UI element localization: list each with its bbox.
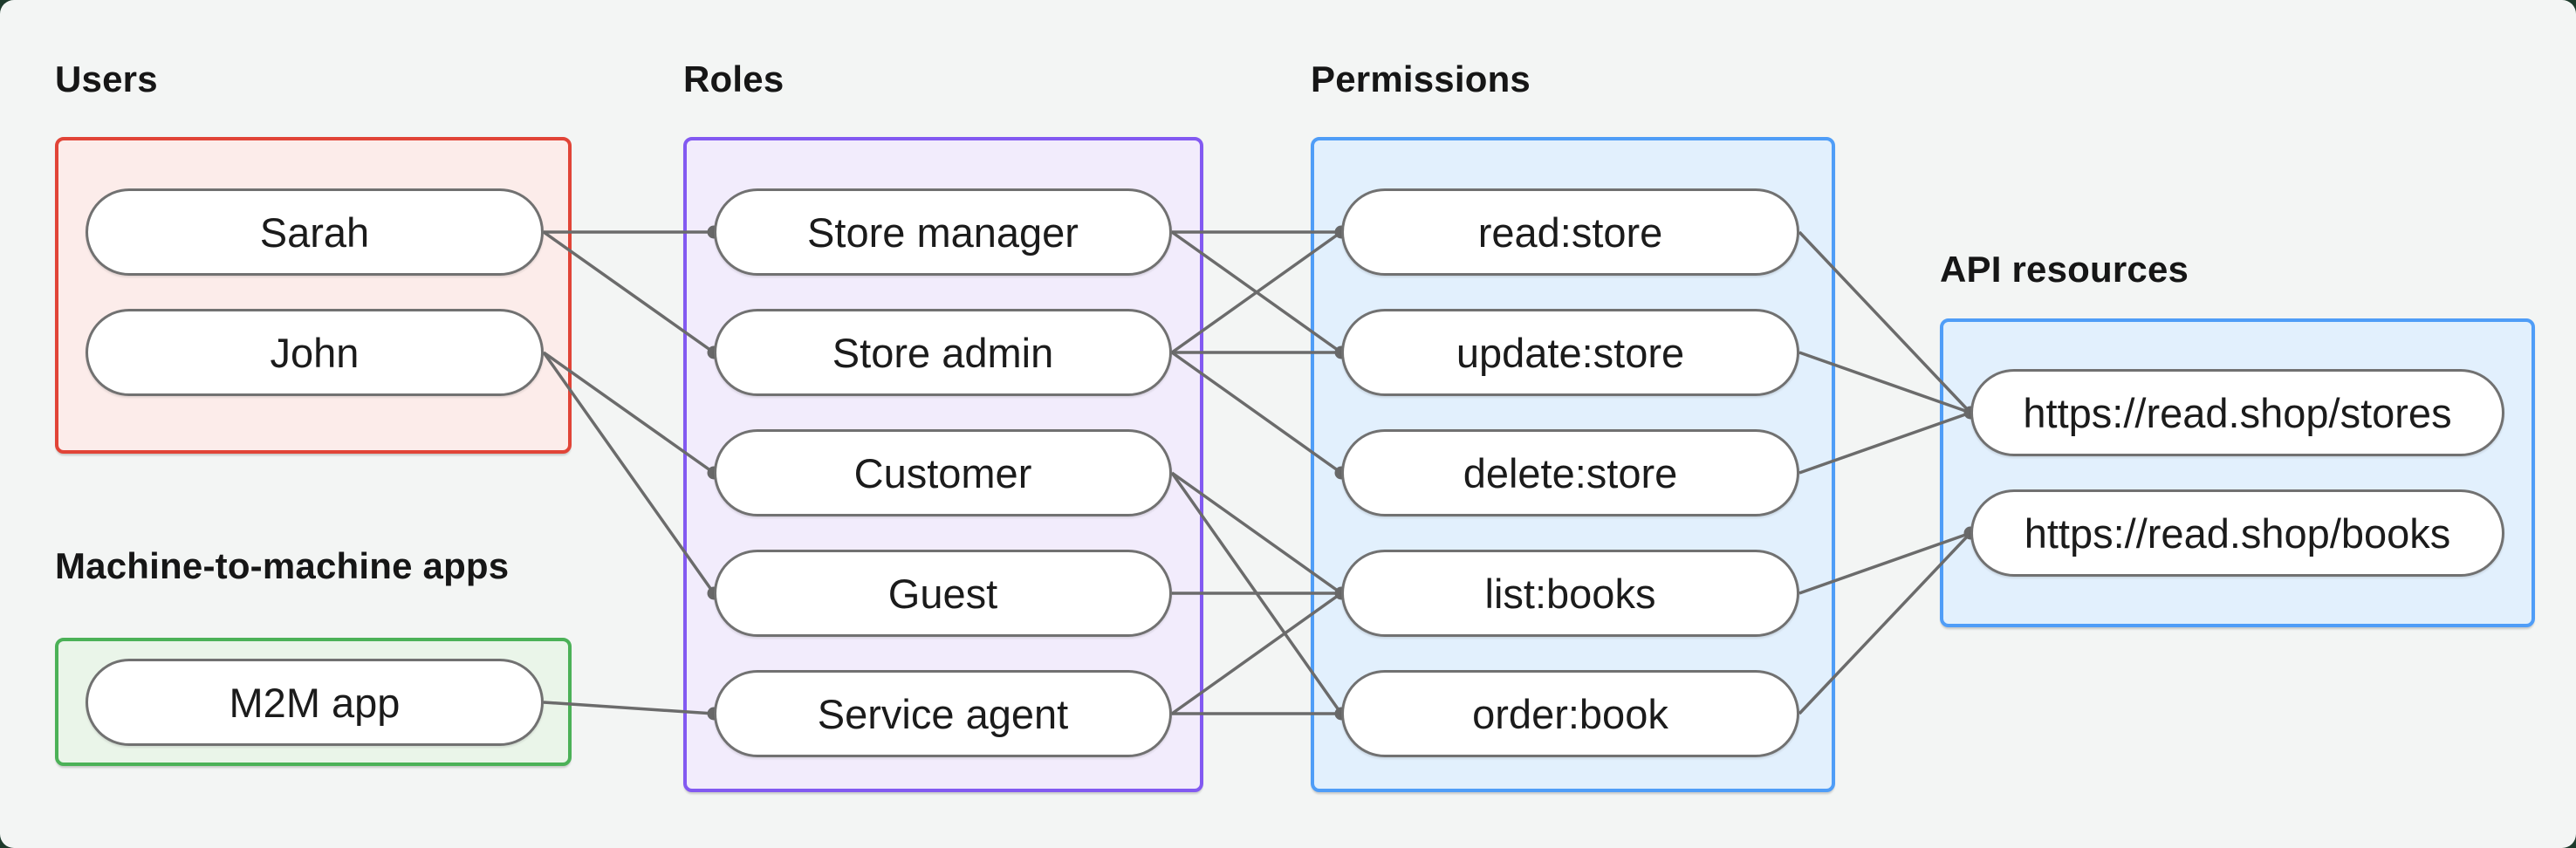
- edge-store-admin-read-store: [1170, 230, 1343, 354]
- node-store-admin: Store admin: [714, 309, 1172, 396]
- permissions-group-label: Permissions: [1311, 58, 1531, 99]
- node-service-agent: Service agent: [714, 670, 1172, 757]
- node-read-store: read:store: [1341, 188, 1799, 276]
- node-update-store: update:store: [1341, 309, 1799, 396]
- node-sarah: Sarah: [86, 188, 544, 276]
- users-group-label: Users: [55, 58, 158, 99]
- node-api-books: https://read.shop/books: [1970, 489, 2504, 577]
- node-customer: Customer: [714, 429, 1172, 516]
- node-delete-store: delete:store: [1341, 429, 1799, 516]
- edge-john-guest: [542, 351, 716, 595]
- node-store-manager: Store manager: [714, 188, 1172, 276]
- node-api-stores: https://read.shop/stores: [1970, 369, 2504, 456]
- api-resources-group-label: API resources: [1940, 249, 2189, 290]
- edge-delete-store-api-stores: [1798, 411, 1971, 475]
- edge-order-book-api-books: [1798, 531, 1972, 715]
- edge-read-store-api-stores: [1798, 230, 1972, 414]
- edge-sarah-store-admin: [542, 230, 716, 354]
- roles-group-label: Roles: [683, 58, 784, 99]
- edge-list-books-api-books: [1798, 531, 1971, 595]
- node-guest: Guest: [714, 550, 1172, 637]
- edge-update-store-api-stores: [1798, 351, 1971, 414]
- edge-john-customer: [542, 351, 716, 475]
- edge-m2m-app-service-agent: [543, 701, 715, 715]
- edge-service-agent-list-books: [1170, 592, 1343, 715]
- edge-store-admin-delete-store: [1170, 351, 1343, 475]
- node-m2m-app: M2M app: [86, 659, 544, 746]
- m2m-group-label: Machine-to-machine apps: [55, 545, 510, 586]
- node-john: John: [86, 309, 544, 396]
- node-list-books: list:books: [1341, 550, 1799, 637]
- node-order-book: order:book: [1341, 670, 1799, 757]
- edge-customer-list-books: [1170, 471, 1343, 595]
